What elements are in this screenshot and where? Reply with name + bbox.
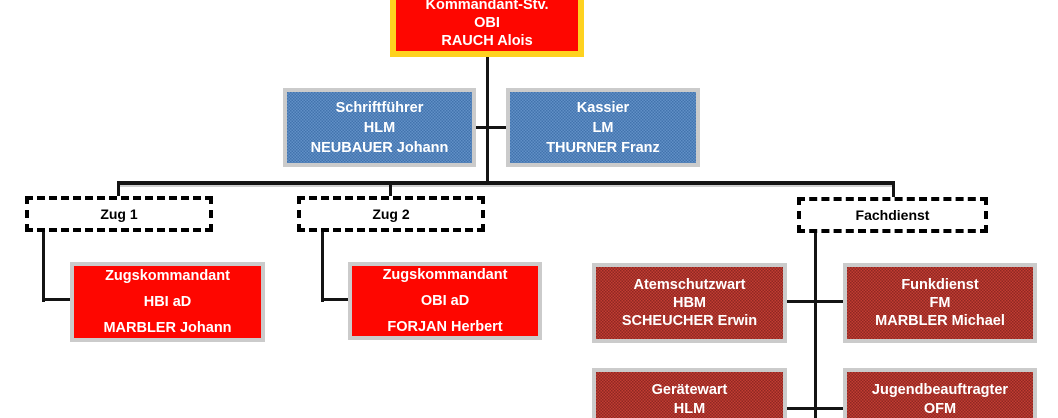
group-label: Zug 2 (372, 206, 410, 222)
connector-drop-zug1 (117, 181, 120, 197)
node-zug2: Zug 2 (297, 196, 485, 232)
role-line: Gerätewart (651, 382, 728, 398)
rank-line: FM (929, 295, 951, 311)
node-kommandant-stv: Kommandant-Stv. OBI RAUCH Alois (390, 0, 584, 57)
connector-branch-row2 (787, 407, 843, 410)
role-line: Zugskommandant (382, 267, 508, 283)
name-line: NEUBAUER Johann (310, 139, 449, 156)
name-line: MARBLER Johann (103, 320, 232, 336)
connector-fachdienst-vertical (814, 233, 817, 418)
role-line: Schriftführer (335, 99, 424, 116)
rank-line: HLM (673, 401, 706, 417)
node-zug1: Zug 1 (25, 196, 213, 232)
role-line: Jugendbeauftragter (871, 382, 1009, 398)
role-line: Funkdienst (901, 277, 979, 293)
node-geraetewart: Gerätewart HLM (592, 368, 787, 418)
connector-elbow-zug1-vertical (42, 232, 45, 302)
name-line: RAUCH Alois (441, 32, 533, 49)
group-label: Fachdienst (855, 207, 930, 223)
node-schriftfuehrer: Schriftführer HLM NEUBAUER Johann (283, 88, 476, 167)
role-line: Kommandant-Stv. (425, 0, 549, 13)
role-line: Zugskommandant (105, 268, 230, 284)
node-zugskommandant-1: Zugskommandant HBI aD MARBLER Johann (70, 262, 265, 342)
connector-elbow-zug2-vertical (321, 232, 324, 302)
node-fachdienst: Fachdienst (797, 197, 988, 233)
rank-line: HBI aD (143, 294, 192, 310)
node-jugendbeauftragter: Jugendbeauftragter OFM (843, 368, 1037, 418)
connector-drop-fachdienst (892, 181, 895, 198)
name-line: MARBLER Michael (875, 313, 1005, 329)
connector-elbow-zug1-horizontal (42, 298, 71, 301)
rank-line: OFM (923, 401, 957, 417)
name-line: SCHEUCHER Erwin (621, 313, 758, 329)
connector-top-vertical (486, 57, 489, 183)
node-funkdienst: Funkdienst FM MARBLER Michael (843, 263, 1037, 343)
rank-line: OBI aD (420, 293, 470, 309)
name-line: THURNER Franz (546, 139, 660, 156)
name-line: FORJAN Herbert (387, 319, 503, 335)
rank-line: OBI (474, 14, 500, 31)
connector-elbow-zug2-horizontal (321, 298, 349, 301)
connector-staff-horizontal (476, 126, 506, 129)
rank-line: HBM (672, 295, 707, 311)
role-line: Kassier (576, 99, 630, 116)
node-atemschutzwart: Atemschutzwart HBM SCHEUCHER Erwin (592, 263, 787, 343)
node-zugskommandant-2: Zugskommandant OBI aD FORJAN Herbert (348, 262, 542, 340)
connector-distribution-horizontal (117, 181, 895, 185)
rank-line: LM (592, 119, 614, 136)
group-label: Zug 1 (100, 206, 138, 222)
node-kassier: Kassier LM THURNER Franz (506, 88, 700, 167)
rank-line: HLM (363, 119, 396, 136)
role-line: Atemschutzwart (633, 277, 746, 293)
connector-branch-row1 (787, 300, 843, 303)
connector-drop-zug2 (389, 181, 392, 197)
